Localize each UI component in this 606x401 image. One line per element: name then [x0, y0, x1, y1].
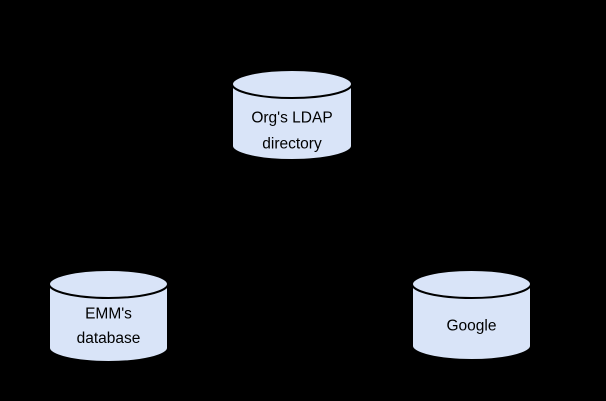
emm-cylinder-body	[48, 283, 169, 363]
google-cylinder-body	[411, 283, 532, 361]
emm-cylinder-top	[48, 269, 169, 299]
ldap-cylinder-body	[231, 83, 353, 161]
ldap-directory-node: Org's LDAP directory	[231, 69, 353, 161]
emm-label-line2: database	[77, 330, 141, 347]
emm-database-node: EMM's database	[48, 269, 169, 363]
ldap-label-line1: Org's LDAP	[251, 110, 332, 127]
google-cylinder-top	[411, 269, 532, 299]
google-label: Google	[447, 318, 497, 335]
emm-label-line1: EMM's	[85, 306, 132, 323]
ldap-cylinder-top	[231, 69, 353, 99]
ldap-label-line2: directory	[262, 136, 322, 153]
google-node: Google	[411, 269, 532, 361]
